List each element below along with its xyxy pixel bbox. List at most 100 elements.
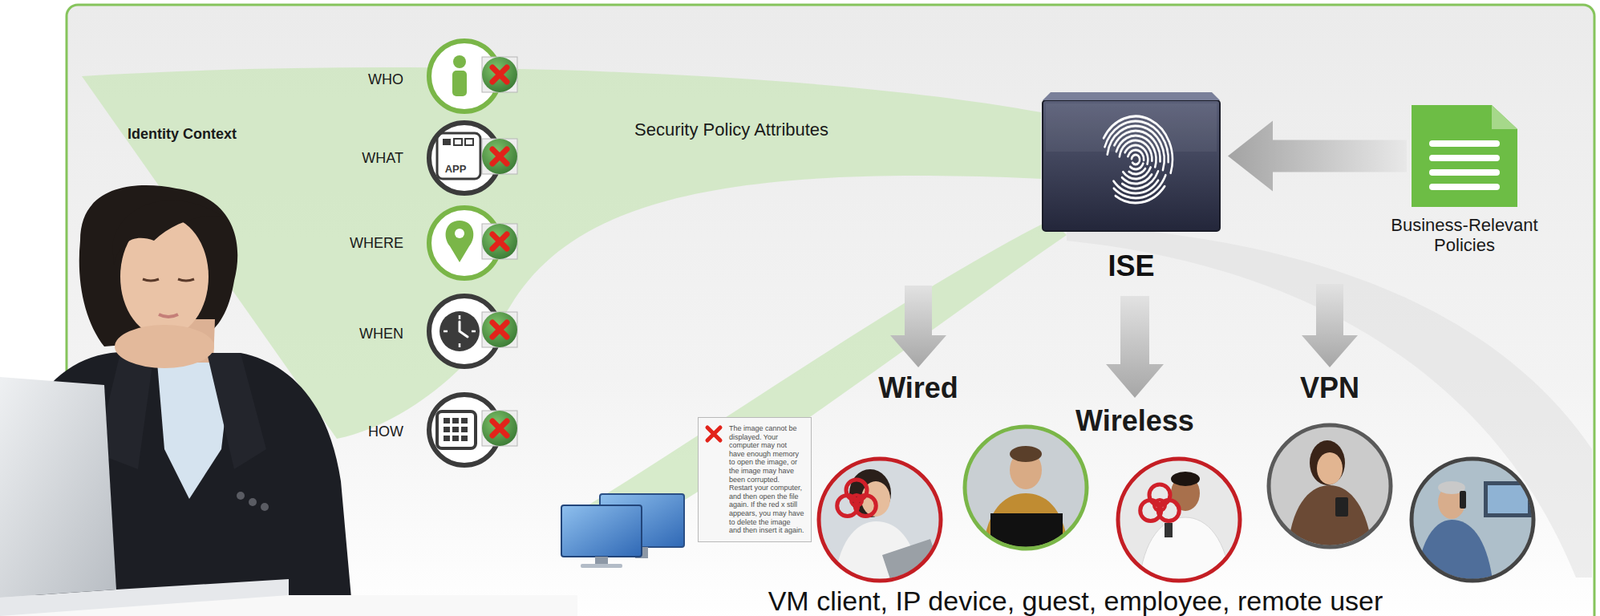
broken-image-mark [482, 56, 518, 93]
broken-image-mark [492, 234, 507, 249]
access-label: VPN [1300, 371, 1360, 405]
how-icon [461, 435, 468, 442]
how-icon [452, 417, 459, 424]
section-heading: Identity Context [127, 125, 237, 143]
context-label: WHEN [359, 325, 404, 343]
broken-image-mark [482, 223, 518, 260]
server-appliance [1107, 125, 1165, 194]
ip-device-user-photo [1415, 519, 1494, 586]
remote-user-photo [1265, 421, 1394, 554]
how-icon [452, 435, 459, 442]
document-icon [1491, 105, 1518, 130]
guest-photo [1164, 522, 1173, 538]
ip-device-user-photo [1408, 455, 1537, 586]
server-appliance [1119, 140, 1153, 179]
broken-image-mark [482, 410, 518, 446]
woman-illustration [0, 376, 117, 598]
document-icon [1429, 154, 1500, 162]
broken-image-mark [482, 410, 518, 446]
access-label: Wireless [1075, 404, 1195, 438]
icon-text: APP [445, 163, 467, 176]
biohazard-symbol [850, 494, 863, 507]
remote-user-photo [1335, 497, 1349, 517]
ip-device-user-photo [1411, 458, 1534, 581]
woman-illustration [158, 314, 179, 317]
broken-image-mark [482, 223, 518, 260]
biohazard-symbol [1140, 484, 1180, 522]
access-label: Wired [878, 371, 959, 405]
broken-image-mark [492, 421, 507, 436]
ip-device-user-photo [1459, 490, 1467, 509]
biohazard-symbol [837, 479, 877, 517]
broken-image-mark [482, 138, 518, 175]
remote-user-photo [1287, 485, 1374, 554]
guest-photo [815, 455, 944, 586]
broken-image-mark [482, 311, 518, 348]
broken-image-mark [482, 138, 518, 175]
document-icon [1429, 140, 1500, 147]
guest-photo [818, 458, 941, 581]
woman-illustration [0, 185, 578, 616]
biohazard-symbol [1154, 499, 1166, 511]
broken-image-mark [704, 424, 724, 444]
image-placeholder: The image cannot be displayed. Your comp… [697, 417, 812, 543]
what-icon [453, 138, 462, 146]
how-icon [437, 411, 476, 449]
flow-arrow [1227, 121, 1407, 192]
woman-illustration [112, 200, 223, 265]
woman-illustration [236, 491, 245, 500]
down-arrow [1301, 283, 1358, 368]
remote-user-photo [1309, 440, 1345, 486]
guest-photo [1114, 455, 1244, 586]
monitor-icon [580, 563, 623, 568]
how-icon [461, 417, 468, 424]
broken-image-mark [482, 410, 518, 446]
server-appliance [1125, 145, 1149, 175]
employee-photo [961, 423, 1090, 552]
what-icon [437, 133, 481, 179]
ip-device-user-photo [1408, 455, 1537, 586]
server-appliance [1042, 92, 1220, 101]
server-appliance [1103, 116, 1173, 203]
when-icon [439, 311, 480, 352]
guest-photo [1117, 458, 1240, 581]
guest-photo [815, 455, 944, 586]
who-icon [452, 70, 467, 97]
context-label: WHAT [361, 149, 404, 167]
band-label: Security Policy Attributes [634, 119, 829, 140]
woman-illustration [114, 324, 215, 369]
how-icon [461, 426, 468, 433]
remote-user-photo [1268, 425, 1391, 547]
employee-photo [1009, 445, 1042, 462]
context-label: WHO [368, 71, 404, 89]
when-icon [459, 321, 468, 337]
document-icon [1411, 105, 1518, 207]
broken-image-mark [482, 311, 518, 348]
broken-image-mark [492, 322, 507, 337]
remote-user-photo [1265, 421, 1394, 554]
where-icon [454, 228, 465, 239]
server-appliance [1113, 130, 1160, 189]
node-title: ISE [1041, 250, 1222, 283]
employee-photo [964, 426, 1087, 549]
how-icon [452, 426, 459, 433]
how-icon [443, 417, 450, 424]
server-appliance [1045, 103, 1217, 152]
broken-image-mark [482, 56, 518, 93]
woman-illustration [248, 498, 257, 507]
server-appliance [1041, 92, 1222, 233]
how-icon [443, 435, 450, 442]
broken-image-mark [482, 56, 518, 93]
monitor-icon [595, 556, 608, 565]
what-icon [465, 138, 474, 146]
broken-image-mark [492, 67, 507, 82]
broken-image-mark [482, 138, 518, 175]
context-label: WHERE [349, 234, 404, 252]
broken-image-mark [482, 223, 518, 260]
woman-illustration [260, 502, 269, 511]
monitor-icon [561, 494, 685, 568]
employee-photo [961, 423, 1090, 554]
ise-appliance: ISE [1041, 92, 1222, 283]
remote-user-photo [1316, 452, 1343, 485]
